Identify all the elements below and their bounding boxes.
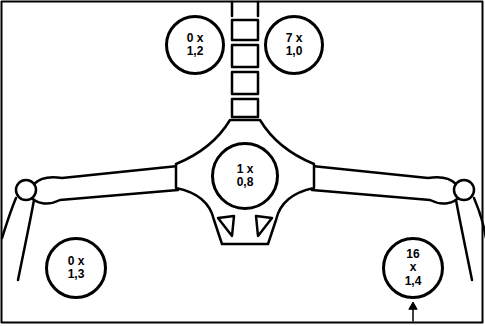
sacral-hole [218, 216, 234, 236]
vertebra [232, 72, 258, 94]
count-label: 7 x 1,0 [286, 32, 303, 58]
femoral-head [16, 180, 36, 200]
frame [2, 2, 483, 323]
vertebra [232, 45, 258, 67]
pointer-arrow [412, 308, 414, 321]
hip-bone [30, 166, 178, 203]
count-circle: 0 x 1,2 [165, 15, 225, 75]
count-circle: 16 x 1,4 [382, 237, 444, 299]
femur-line [474, 198, 485, 238]
spine-line [257, 2, 260, 16]
count-circle: 0 x 1,3 [45, 237, 107, 299]
hip-bone [312, 166, 460, 203]
femoral-head [454, 180, 474, 200]
femur-line [456, 200, 472, 280]
count-label: 1 x 0,8 [237, 163, 254, 189]
count-circle: 7 x 1,0 [264, 15, 324, 75]
vertebra [232, 20, 258, 40]
sacral-hole [256, 216, 272, 236]
vertebra [232, 99, 258, 117]
femur-line [2, 198, 16, 238]
count-label: 0 x 1,3 [68, 255, 85, 281]
count-circle: 1 x 0,8 [211, 142, 279, 210]
count-label: 16 x 1,4 [405, 248, 422, 288]
sacrum [176, 120, 314, 244]
count-label: 0 x 1,2 [187, 32, 204, 58]
femur-line [18, 200, 34, 280]
pointer-arrow-head [409, 302, 417, 309]
spine-line [231, 2, 234, 16]
